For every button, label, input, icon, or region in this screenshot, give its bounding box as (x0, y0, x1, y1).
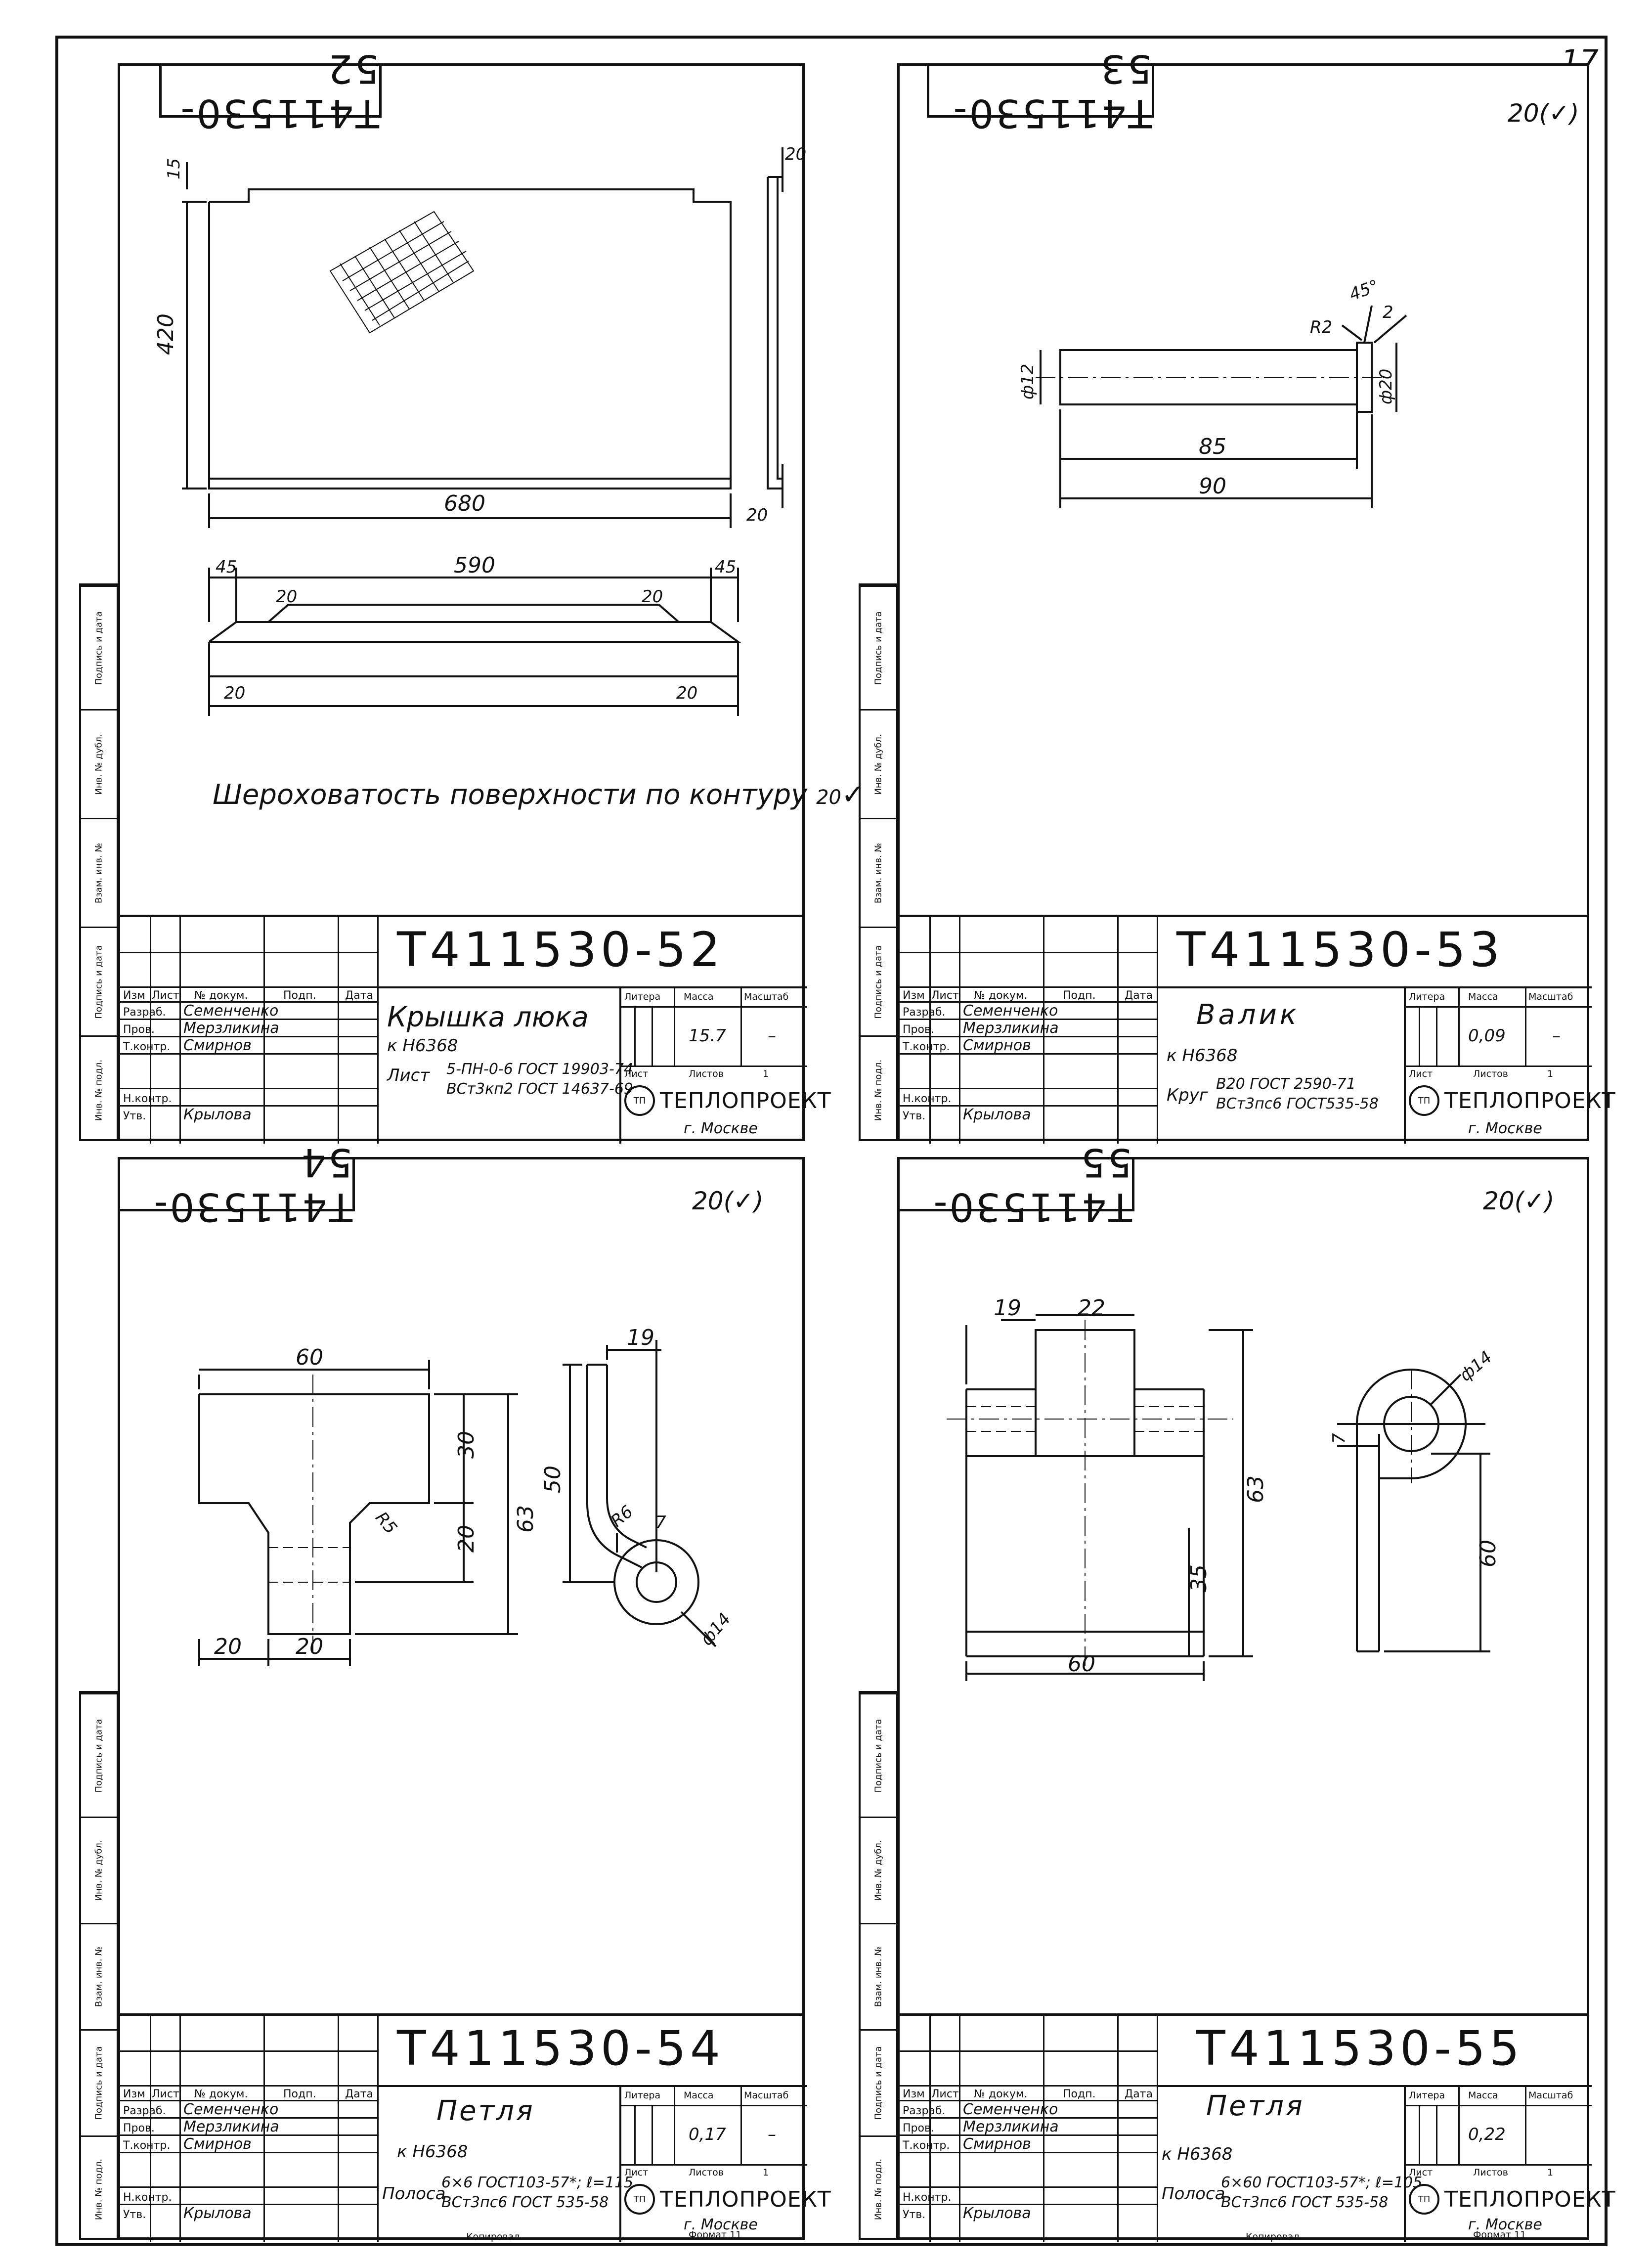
sheet-54-drawing: 60 30 20 63 R5 20 20 19 50 R6 7 ф14 (198, 1325, 735, 1666)
svg-text:90: 90 (1199, 474, 1226, 499)
sheet-52-code-tab: Т411530-52 (159, 46, 382, 135)
svg-text:63: 63 (1243, 1475, 1268, 1503)
sheet-54-code-tab: Т411530-54 (118, 1140, 355, 1229)
side-strip-53: Подпись и дата Инв. № дубл. Взам. инв. №… (859, 583, 898, 1141)
dim-45-left: 45 (216, 557, 237, 577)
mass-53: 0,09 (1468, 1026, 1506, 1046)
roughness-55: 20(✓) (1483, 1187, 1555, 1215)
side-strip-55: Подпись и дата Инв. № дубл. Взам. инв. №… (859, 1691, 898, 2240)
dim-590: 590 (454, 553, 495, 578)
svg-text:85: 85 (1199, 434, 1226, 459)
mass-55: 0,22 (1468, 2125, 1506, 2144)
sheet-53-drawing: R2 45° 2 ф12 ф20 85 90 (1018, 276, 1407, 508)
svg-text:R6: R6 (607, 1502, 637, 1531)
svg-text:ф14: ф14 (696, 1609, 735, 1649)
sheet-55-code-tab: Т411530-55 (897, 1140, 1134, 1229)
title-code-53: Т411530-53 (1176, 922, 1504, 977)
roughness-54: 20(✓) (692, 1187, 764, 1215)
title-block-53: Т411530-53 Изм Лист № докум. Подп. Дата … (897, 915, 1615, 1144)
svg-text:19: 19 (627, 1325, 654, 1350)
svg-text:R2: R2 (1310, 317, 1332, 337)
dim-20-top: 20 (785, 144, 806, 164)
title-block-52: Т411530-52 Изм Лист № докум. Подп. Дата … (118, 915, 831, 1144)
title-block-54: Т411530-54 Изм Лист № докум. Подп. Дата … (118, 2013, 831, 2242)
svg-text:63: 63 (513, 1505, 538, 1533)
svg-text:60: 60 (296, 1345, 323, 1370)
dim-420: 420 (153, 313, 178, 355)
roughness-note-52: Шероховатость поверхности по контуру 20✓ (213, 779, 865, 811)
dim-20-bot: 20 (746, 505, 768, 525)
svg-text:ф12: ф12 (1018, 364, 1038, 400)
sheet-52-drawing: 420 15 680 20 20 45 590 45 20 20 20 20 (153, 144, 806, 716)
sheet-53-code-tab: Т411530-53 (927, 46, 1154, 135)
side-strip-52: Подпись и дата Инв. № дубл. Взам. инв. №… (79, 583, 119, 1141)
svg-text:20: 20 (296, 1634, 323, 1659)
part-name-55: Петля (1206, 2090, 1304, 2122)
part-name-52: Крышка люка (387, 1001, 589, 1033)
svg-text:20: 20 (214, 1634, 242, 1659)
dim-45-right: 45 (715, 557, 736, 577)
mass-52: 15.7 (689, 1026, 726, 1046)
svg-text:19: 19 (994, 1295, 1021, 1321)
svg-text:60: 60 (1068, 1651, 1095, 1677)
part-name-53: Валик (1196, 999, 1300, 1031)
org-emblem-icon: ТП (624, 2184, 655, 2215)
title-code-54: Т411530-54 (397, 2021, 724, 2076)
svg-text:2: 2 (1383, 303, 1393, 322)
svg-text:30: 30 (454, 1431, 479, 1459)
org-emblem-icon: ТП (624, 1085, 655, 1116)
side-strip-54: Подпись и дата Инв. № дубл. Взам. инв. №… (79, 1691, 119, 2240)
dim-20-d: 20 (676, 683, 697, 703)
svg-text:60: 60 (1476, 1540, 1501, 1567)
dim-20-a: 20 (276, 587, 297, 607)
svg-text:7: 7 (1329, 1433, 1349, 1444)
sheet-55-drawing: 19 22 63 35 60 ф14 7 60 (947, 1295, 1501, 1681)
org-emblem-icon: ТП (1409, 2184, 1439, 2215)
svg-text:50: 50 (540, 1466, 565, 1493)
roughness-53: 20(✓) (1508, 99, 1579, 128)
svg-text:20: 20 (454, 1525, 479, 1553)
outer-frame (55, 36, 1608, 2246)
svg-text:45°: 45° (1347, 276, 1381, 305)
title-code-52: Т411530-52 (397, 922, 724, 977)
svg-text:ф20: ф20 (1376, 369, 1396, 404)
dim-680: 680 (444, 491, 485, 516)
svg-text:ф14: ф14 (1456, 1347, 1496, 1385)
title-code-55: Т411530-55 (1196, 2021, 1523, 2076)
org-emblem-icon: ТП (1409, 1085, 1439, 1116)
svg-text:35: 35 (1186, 1564, 1212, 1592)
title-block-55: Т411530-55 Изм Лист № докум. Подп. Дата … (897, 2013, 1615, 2242)
svg-text:7: 7 (655, 1512, 666, 1532)
mass-54: 0,17 (689, 2125, 726, 2144)
part-name-54: Петля (436, 2095, 535, 2127)
dim-15: 15 (164, 158, 184, 179)
dim-20-b: 20 (642, 587, 663, 607)
svg-text:22: 22 (1078, 1295, 1105, 1321)
svg-text:R5: R5 (371, 1508, 401, 1538)
dim-20-c: 20 (224, 683, 245, 703)
